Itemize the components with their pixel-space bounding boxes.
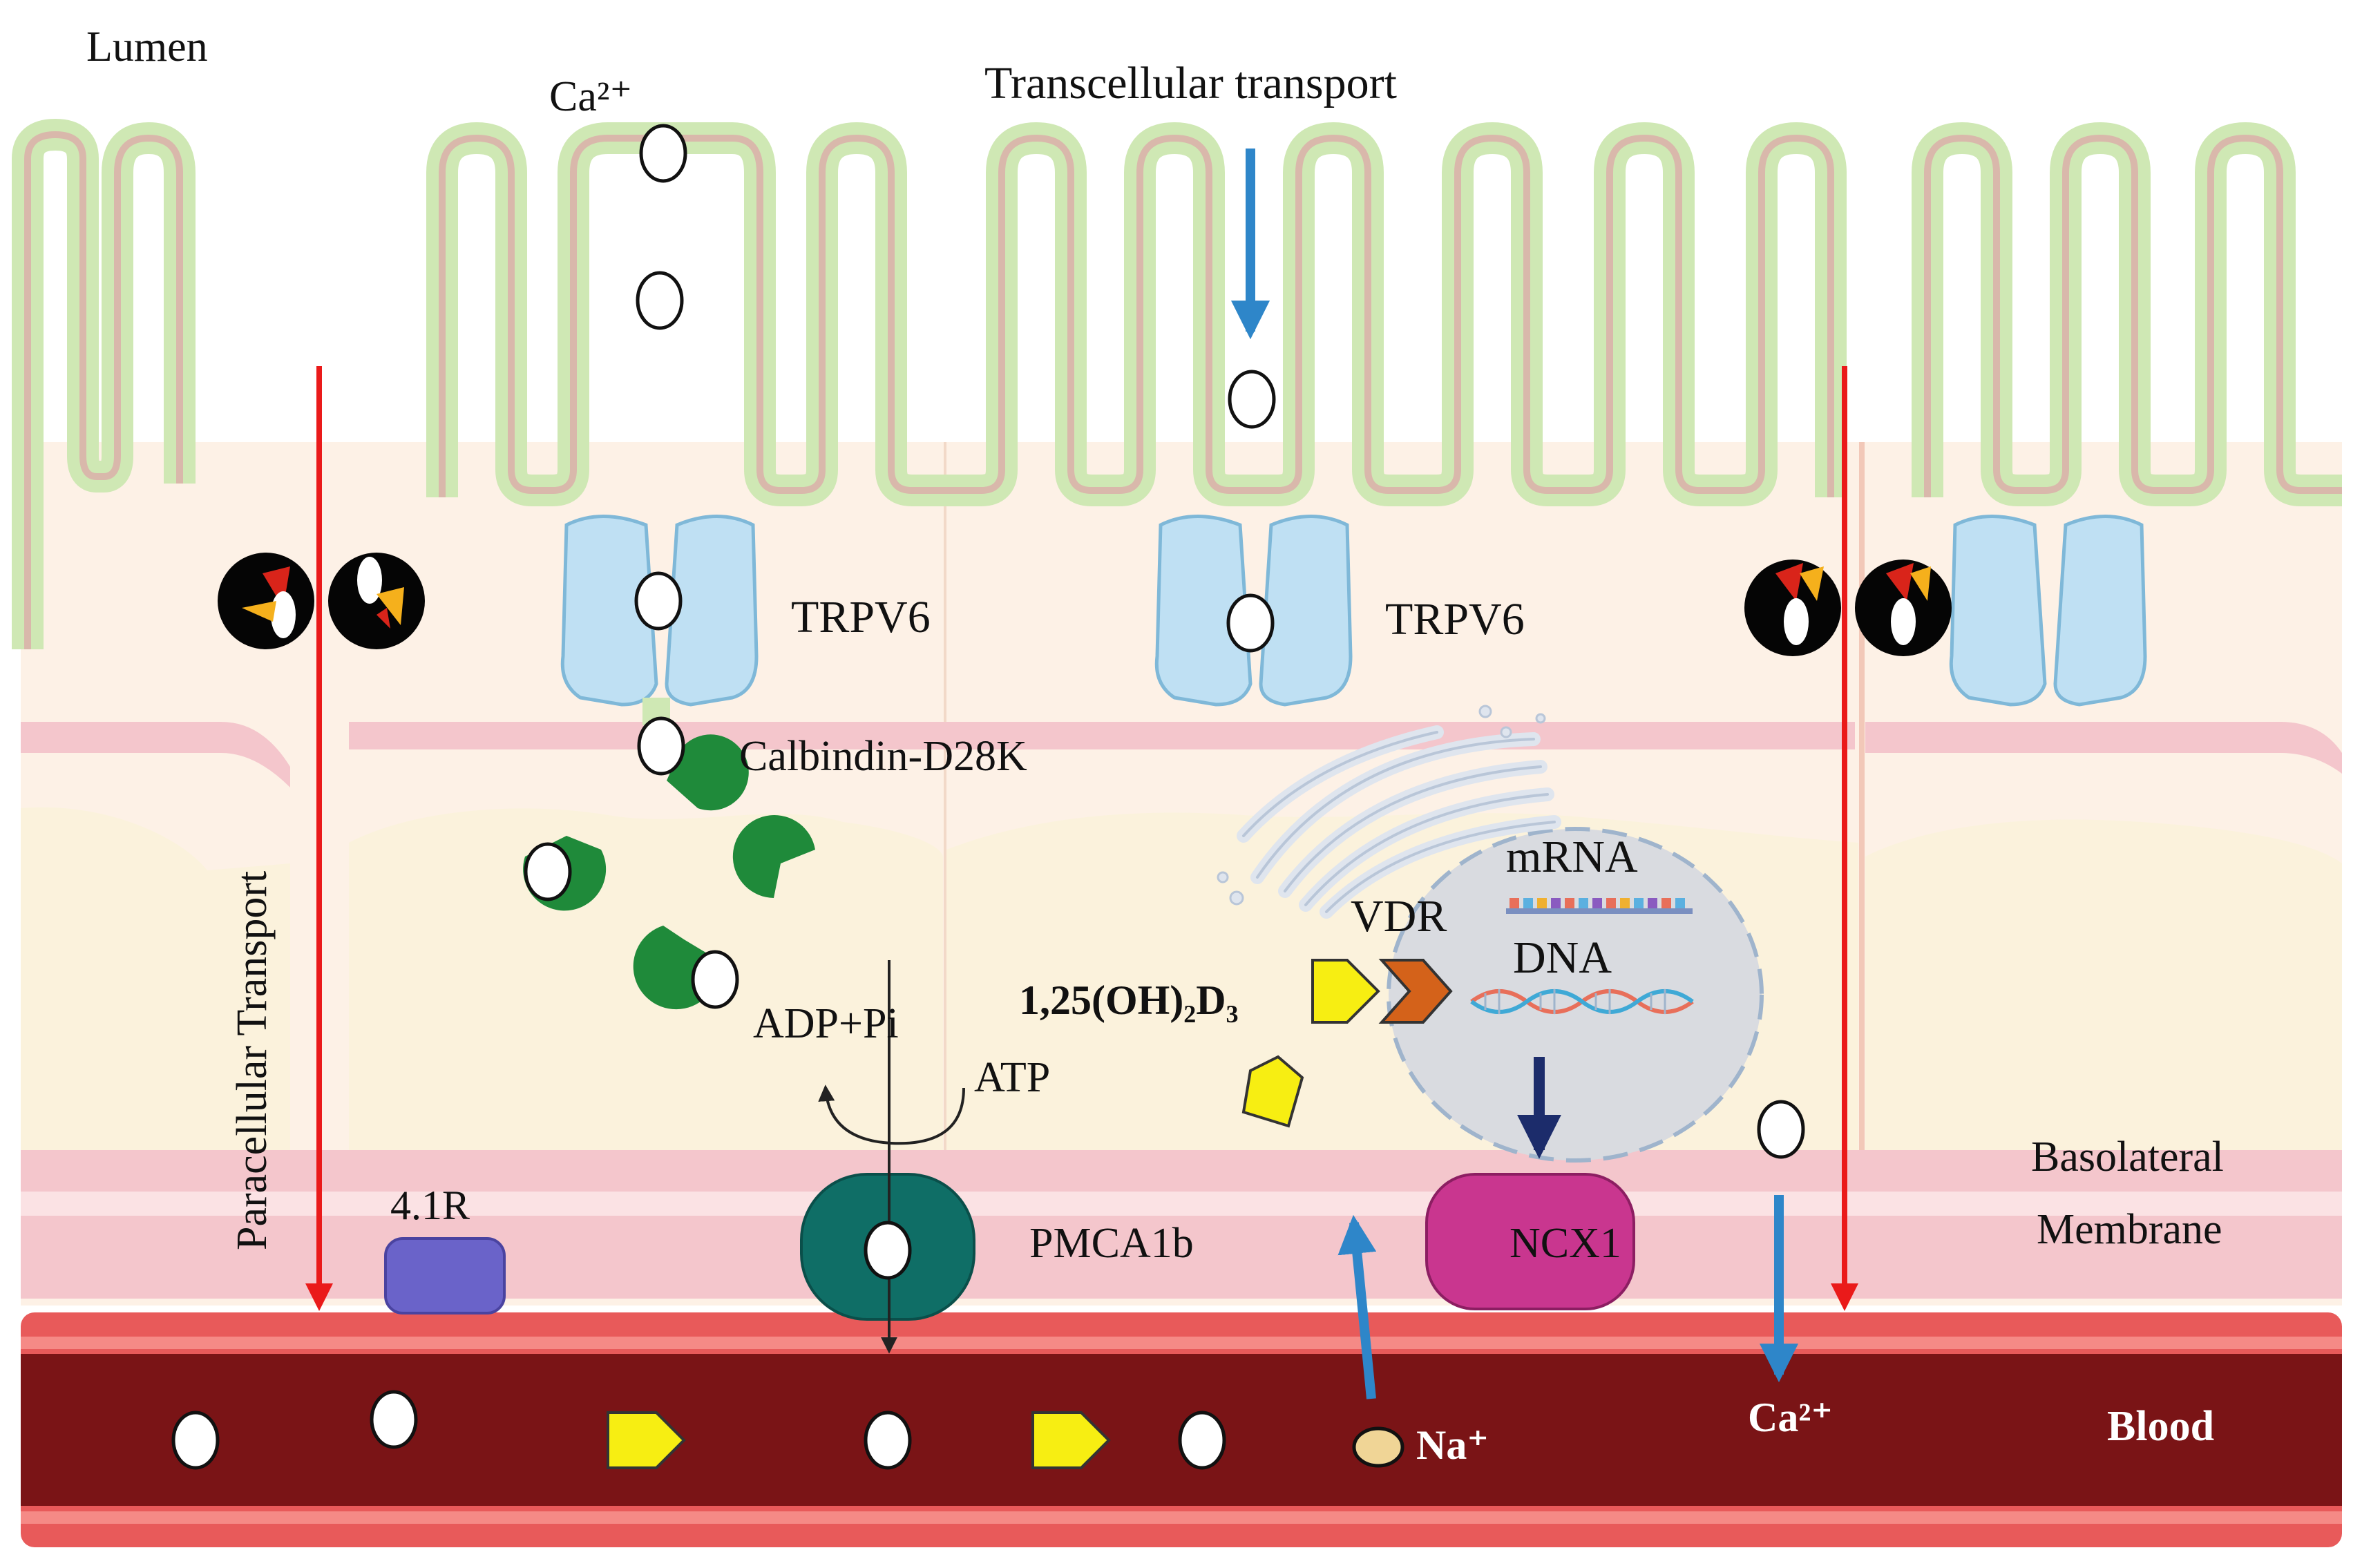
vitamin-d-pentagon-free [1241,1055,1304,1128]
atp-hydrolysis-curve [818,1084,965,1145]
calcium-lumen-label: Ca²⁺ [549,73,632,120]
vitamin-d-label: 1,25(OH)₂D₃ [1019,977,1239,1023]
trpv6-channel-left [560,515,759,725]
protein-41r-label: 4.1R [390,1183,470,1228]
adp-label: ADP+Pi [753,1000,899,1047]
vdr-chevron-icon [1378,959,1453,1024]
basolateral-line-2: Membrane [2037,1206,2222,1253]
pmca-label: PMCA1b [1029,1220,1194,1267]
tight-junction-right [1744,560,1952,656]
trpv6-channel-right [1949,515,2147,707]
protein-41r-block [384,1237,506,1314]
vdr-label: VDR [1351,891,1447,941]
mrna-strand-icon [1506,898,1693,914]
tight-junction-left [218,553,425,649]
sodium-label: Na⁺ [1416,1422,1489,1468]
calbindin-label: Calbindin-D28K [739,733,1027,780]
sodium-ion-icon [1352,1426,1404,1468]
basolateral-label: Basolateral Membrane [2031,1134,2234,1253]
paracellular-label: Paracellular Transport [229,871,276,1250]
calcium-ions [171,124,1805,1470]
microvilli-brush-border [12,118,2342,649]
basolateral-line-1: Basolateral [2031,1134,2224,1180]
blood-vitamin-d-1 [607,1411,686,1469]
trpv6-right-label: TRPV6 [1385,594,1525,644]
vitamin-d-pentagon-bound [1311,959,1380,1024]
calcium-blood-label: Ca²⁺ [1748,1395,1833,1440]
atp-label: ATP [974,1054,1050,1101]
dna-label: DNA [1513,933,1612,983]
lumen-label: Lumen [86,23,208,70]
mrna-label: mRNA [1506,832,1638,882]
trpv6-channel-middle [1154,515,1353,707]
trpv6-left-label: TRPV6 [791,592,931,642]
transcellular-label: Transcellular transport [984,58,1397,108]
blood-label: Blood [2107,1403,2214,1450]
ncx1-exchanger [1425,1173,1635,1310]
ncx1-label: NCX1 [1509,1220,1621,1267]
sodium-uptake-arrow [1337,1214,1377,1399]
dna-helix-icon [1470,989,1694,1014]
blood-vitamin-d-2 [1031,1411,1111,1469]
